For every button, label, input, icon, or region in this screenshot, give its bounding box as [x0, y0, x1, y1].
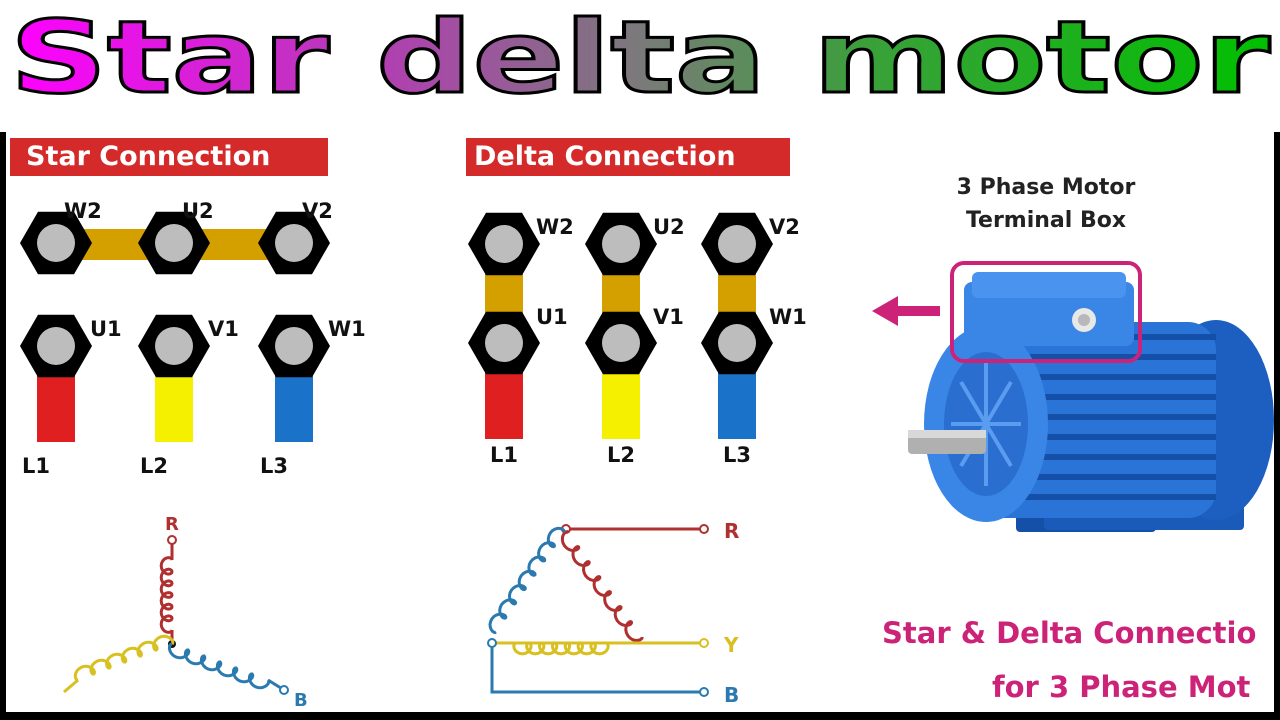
footer-line2: for 3 Phase Mot [992, 670, 1250, 704]
delta-line-label: L3 [723, 443, 751, 467]
electric-motor-icon [908, 272, 1274, 532]
star-heading-bg [10, 138, 328, 176]
terminal-stud-icon [258, 314, 330, 378]
delta-top-label: V2 [769, 215, 800, 239]
title-band: Star delta motor [0, 0, 1280, 132]
terminal-stud-icon [468, 212, 540, 276]
delta-top-label: W2 [536, 215, 574, 239]
delta-terminal-dot [699, 687, 709, 697]
delta-phase-lead [485, 367, 523, 439]
terminal-stud-icon [468, 311, 540, 375]
star-coil-r [159, 556, 174, 634]
delta-terminal-dot [699, 638, 709, 648]
delta-bottom-label: V1 [653, 305, 684, 329]
terminal-stud-icon [585, 311, 657, 375]
motor-caption-line1: 3 Phase Motor [957, 175, 1136, 200]
star-bottom-label: V1 [208, 317, 239, 341]
delta-r-label: R [724, 519, 739, 543]
star-phase-lead [275, 374, 313, 442]
terminal-stud-icon [138, 314, 210, 378]
star-bottom-label: W1 [328, 317, 366, 341]
delta-phase-lead [718, 367, 756, 439]
footer-line1: Star & Delta Connectio [882, 616, 1256, 650]
terminal-stud-icon [585, 212, 657, 276]
terminal-stud-icon [258, 211, 330, 275]
terminal-stud-icon [701, 311, 773, 375]
star-phase-lead [155, 374, 193, 442]
delta-y-label: Y [723, 633, 739, 657]
star-phase-lead [37, 374, 75, 442]
delta-phase-lead [602, 367, 640, 439]
delta-coil-r [560, 530, 644, 642]
star-b-label: B [294, 690, 308, 711]
star-line-label: L3 [260, 454, 288, 478]
delta-node [487, 638, 497, 648]
delta-line-label: L2 [607, 443, 635, 467]
arrow-left-icon [872, 296, 940, 326]
delta-line-b [490, 643, 704, 694]
delta-bottom-label: W1 [769, 305, 807, 329]
delta-heading-bg [466, 138, 790, 176]
terminal-stud-icon [701, 212, 773, 276]
star-heading: Star Connection [26, 141, 270, 172]
star-coil-b [167, 642, 271, 690]
delta-line-label: L1 [490, 443, 518, 467]
terminal-stud-icon [20, 211, 92, 275]
delta-coil-b [488, 526, 566, 635]
star-bottom-label: U1 [90, 317, 122, 341]
star-line-label: L1 [22, 454, 50, 478]
star-r-label: R [165, 514, 179, 535]
star-link-bar [200, 229, 268, 260]
star-top-label: W2 [64, 199, 102, 223]
delta-coil-y [512, 641, 610, 656]
star-top-label: V2 [302, 199, 333, 223]
star-coil-y [73, 634, 175, 682]
delta-bottom-label: U1 [536, 305, 568, 329]
title-svg: Star delta motor [9, 0, 1273, 118]
terminal-stud-icon [20, 314, 92, 378]
delta-terminal-dot [699, 524, 709, 534]
star-top-label: U2 [182, 199, 214, 223]
delta-top-label: U2 [653, 215, 685, 239]
delta-b-label: B [724, 683, 739, 707]
terminal-stud-icon [138, 211, 210, 275]
star-lead [63, 678, 79, 694]
star-terminal-dot [279, 685, 289, 695]
terminal-box-highlight [950, 261, 1142, 363]
main-title: Star delta motor [10, 0, 1271, 116]
motor-caption-line2: Terminal Box [966, 208, 1126, 233]
delta-heading: Delta Connection [474, 141, 736, 172]
star-line-label: L2 [140, 454, 168, 478]
star-terminal-dot [167, 535, 177, 545]
star-link-bar [82, 229, 150, 260]
